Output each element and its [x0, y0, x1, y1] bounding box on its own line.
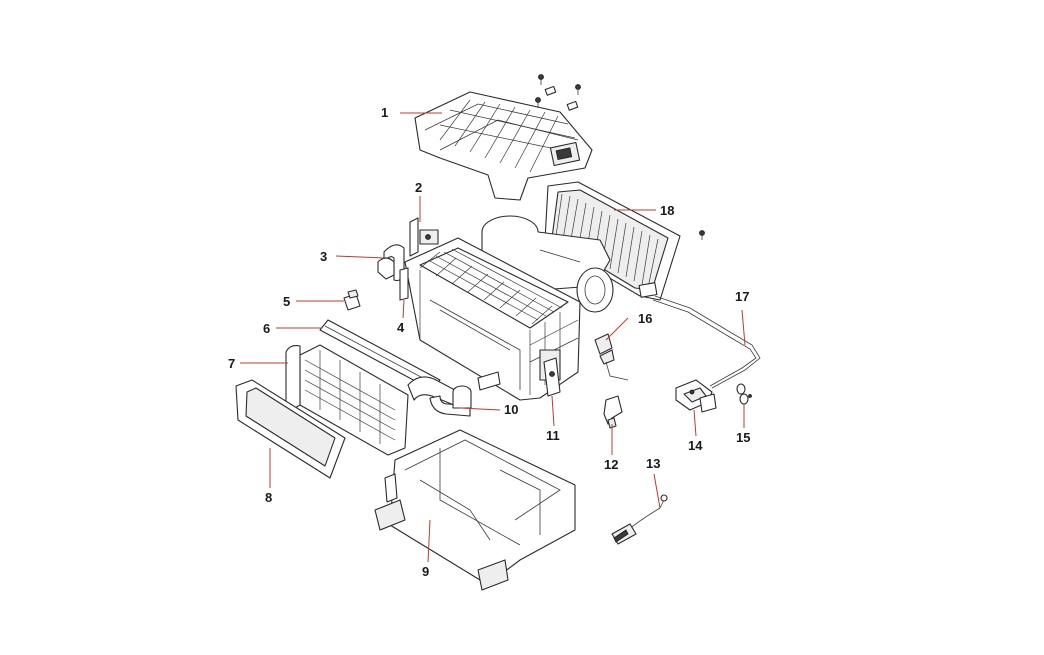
callout-9: 9 [422, 564, 429, 579]
callout-14: 14 [688, 438, 703, 453]
screw-set-icon [535, 74, 705, 240]
callout-6: 6 [263, 321, 270, 336]
part-15-bolt [736, 383, 752, 405]
callout-17: 17 [735, 289, 749, 304]
leader-lines [240, 112, 746, 563]
part-12-clip [603, 395, 623, 429]
part-3-hose [377, 244, 405, 282]
part-2-bracket [409, 217, 439, 257]
callout-3: 3 [320, 249, 327, 264]
part-9-lower-case [374, 429, 576, 591]
callout-4: 4 [397, 320, 405, 335]
part-11-actuator [543, 357, 561, 397]
part-16-connector [594, 333, 629, 381]
callout-11: 11 [546, 428, 560, 443]
blower-housing [481, 215, 614, 313]
part-7-heater-radiator [285, 344, 409, 456]
part-10-pipe-assembly [407, 371, 501, 417]
callout-12: 12 [604, 457, 618, 472]
part-8-filter-frame [235, 379, 346, 479]
part-5-clip [343, 289, 361, 311]
part-4-pipe [399, 267, 409, 301]
callout-10: 10 [504, 402, 518, 417]
part-17-tube [638, 282, 761, 389]
callout-1: 1 [381, 105, 388, 120]
callout-7: 7 [228, 356, 235, 371]
callout-5: 5 [283, 294, 290, 309]
callout-labels: 1 2 3 4 5 6 7 8 9 10 11 12 13 14 15 16 1… [228, 105, 750, 579]
callout-2: 2 [415, 180, 422, 195]
callout-15: 15 [736, 430, 750, 445]
callout-13: 13 [646, 456, 660, 471]
part-1-upper-housing-cover [414, 91, 593, 201]
part-6-heater-core [319, 319, 441, 391]
part-13-sensor [611, 494, 668, 545]
callout-16: 16 [638, 311, 652, 326]
part-14-bracket-assembly [675, 379, 717, 413]
callout-8: 8 [265, 490, 272, 505]
callout-18: 18 [660, 203, 674, 218]
